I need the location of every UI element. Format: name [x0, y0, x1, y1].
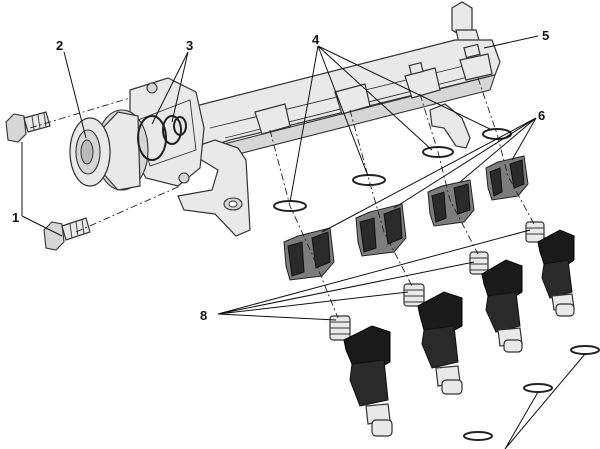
bolt-upper [5, 111, 51, 143]
upper-o-rings [273, 128, 512, 212]
regulator-o-rings [137, 115, 187, 161]
callout-8: 8 [200, 308, 207, 323]
callout-6: 6 [538, 108, 545, 123]
injector-clips [283, 155, 529, 281]
leader-lines [21, 35, 586, 449]
bolt-lower [43, 217, 91, 251]
callout-labels: 1 2 3 4 5 6 8 [12, 28, 549, 323]
callout-1: 1 [12, 210, 19, 225]
callout-2: 2 [56, 38, 63, 53]
pressure-regulator [69, 109, 149, 191]
lower-o-rings [463, 345, 600, 441]
injector-1 [329, 315, 393, 437]
injector-4 [525, 221, 575, 317]
callout-3: 3 [186, 38, 193, 53]
injectors [329, 221, 575, 437]
injector-3 [469, 251, 523, 353]
callout-5: 5 [542, 28, 549, 43]
injector-2 [403, 283, 463, 395]
callout-4: 4 [312, 32, 320, 47]
